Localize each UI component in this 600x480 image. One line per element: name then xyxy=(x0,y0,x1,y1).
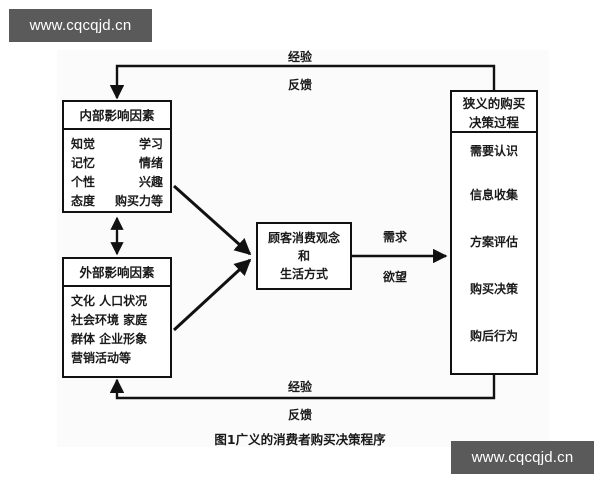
list-item: 群体 企业形象 xyxy=(71,332,148,346)
external-factors-title: 外部影响因素 xyxy=(64,259,170,287)
process-step: 方案评估 xyxy=(469,235,518,249)
internal-factor-item: 学习 xyxy=(138,137,163,151)
consumer-concept-lifestyle-box: 顾客消费观念 和 生活方式 xyxy=(256,222,352,290)
center-box-line-2: 和 xyxy=(297,249,310,263)
list-item: 个性 兴趣 xyxy=(64,173,170,192)
list-item: 知觉 学习 xyxy=(64,135,170,154)
process-title-line-1: 狭义的购买 xyxy=(462,96,526,111)
external-factors-list: 文化 人口状况 社会环境 家庭 群体 企业形象 营销活动等 xyxy=(64,287,170,368)
internal-factor-item: 个性 xyxy=(71,175,96,189)
list-item: 社会环境 家庭 xyxy=(71,313,148,327)
list-item: 记忆 情绪 xyxy=(64,154,170,173)
internal-factors-list: 知觉 学习 记忆 情绪 个性 兴趣 态度 购买力等 xyxy=(64,130,170,211)
figure-caption: 图1广义的消费者购买决策程序 xyxy=(214,432,386,447)
internal-factor-item: 情绪 xyxy=(138,156,163,170)
process-title: 狭义的购买 决策过程 xyxy=(452,92,536,133)
process-steps: 需要认识 信息收集 方案评估 购买决策 购后行为 xyxy=(452,133,536,373)
list-item: 文化 人口状况 xyxy=(71,294,148,308)
list-item: 营销活动等 xyxy=(71,351,132,365)
watermark-top-left: www.cqcqjd.cn xyxy=(9,9,152,42)
process-step: 购后行为 xyxy=(469,329,518,343)
list-item: 态度 购买力等 xyxy=(64,192,170,211)
internal-factor-item: 记忆 xyxy=(71,156,96,170)
internal-factors-title: 内部影响因素 xyxy=(64,102,170,130)
internal-factors-box: 内部影响因素 知觉 学习 记忆 情绪 个性 兴趣 态度 购买力等 xyxy=(62,100,172,213)
bottom-feedback-label: 反馈 xyxy=(287,408,312,422)
process-step: 信息收集 xyxy=(469,188,518,202)
top-experience-label: 经验 xyxy=(287,50,312,64)
center-box-line-1: 顾客消费观念 xyxy=(267,231,340,245)
bottom-experience-label: 经验 xyxy=(287,380,312,394)
watermark-bottom-right: www.cqcqjd.cn xyxy=(451,441,594,474)
internal-factor-item: 态度 xyxy=(71,194,96,208)
process-step: 购买决策 xyxy=(469,282,518,296)
process-title-line-2: 决策过程 xyxy=(468,115,519,130)
internal-factor-item: 兴趣 xyxy=(138,175,163,189)
desire-label: 欲望 xyxy=(382,270,407,284)
top-feedback-label: 反馈 xyxy=(287,78,312,92)
external-factors-box: 外部影响因素 文化 人口状况 社会环境 家庭 群体 企业形象 营销活动等 xyxy=(62,257,172,378)
purchase-decision-process-box: 狭义的购买 决策过程 需要认识 信息收集 方案评估 购买决策 购后行为 xyxy=(450,90,538,375)
demand-label: 需求 xyxy=(382,230,407,244)
internal-factor-item: 购买力等 xyxy=(114,194,163,208)
internal-factor-item: 知觉 xyxy=(71,137,96,151)
process-step: 需要认识 xyxy=(469,144,518,158)
center-box-line-3: 生活方式 xyxy=(279,267,328,281)
